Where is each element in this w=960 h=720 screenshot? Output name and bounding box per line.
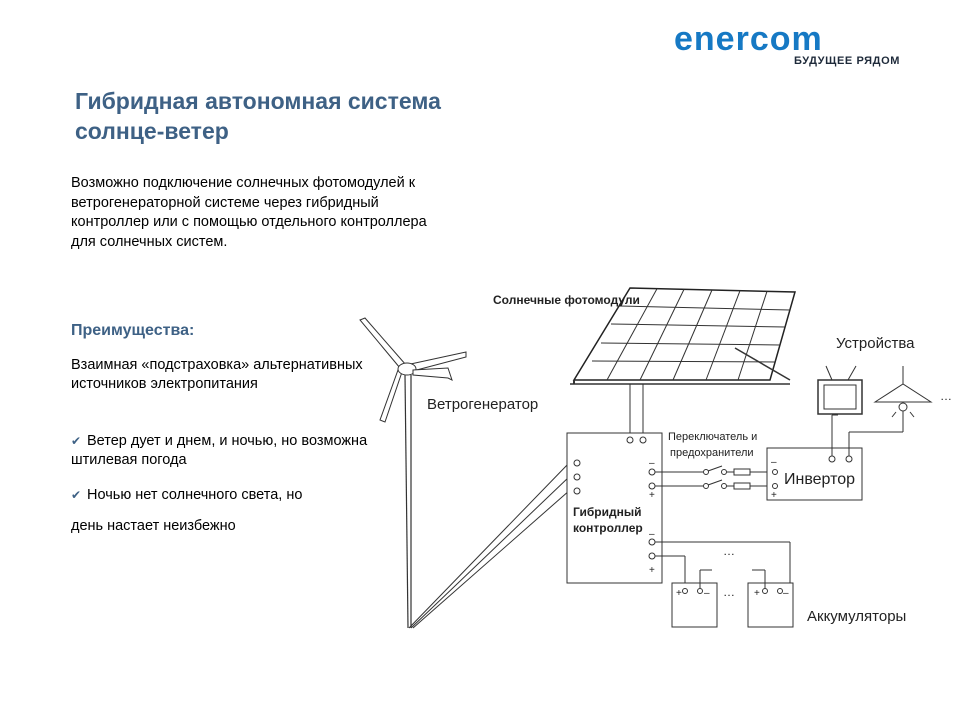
bullet-item: ✔Ветер дует и днем, и ночью, но возможна… [71, 432, 381, 470]
terminal-plus: + [754, 588, 760, 599]
bullet-text: Ветер дует и днем, и ночью, но возможна … [71, 433, 368, 468]
intro-paragraph: Возможно подключение солнечных фотомодул… [71, 175, 427, 250]
page-title: Гибридная автономная система солнце-вете… [75, 86, 545, 146]
logo-wordmark: enercom [674, 20, 823, 58]
terminal-plus: + [771, 490, 777, 501]
battery-ellipsis: … [723, 585, 735, 599]
title-line-1: Гибридная автономная система [75, 88, 441, 114]
terminal-minus: – [783, 588, 789, 599]
label-controller-1: Гибридный [573, 505, 642, 519]
label-inverter: Инвертор [784, 471, 855, 488]
battery-2 [747, 582, 794, 628]
controller-box [566, 432, 663, 584]
terminal-minus: – [704, 588, 710, 599]
inverter-box [766, 447, 863, 501]
terminal-plus: + [676, 588, 682, 599]
label-switch-1: Переключатель и [668, 431, 757, 443]
logo-brand: enercom [674, 26, 823, 56]
label-solar-panels: Солнечные фотомодули [493, 293, 640, 307]
terminal-plus: + [649, 565, 655, 576]
wire-ellipsis: … [723, 544, 735, 558]
terminal-plus: + [649, 490, 655, 501]
solar-panel-array [570, 287, 796, 385]
terminal-minus: – [649, 529, 655, 540]
enercom-logo: enercom БУДУЩЕЕ РЯДОМ [674, 20, 924, 70]
label-switch-2: предохранители [670, 447, 754, 459]
bullet-continuation: день настает неизбежно [71, 518, 236, 534]
label-wind-generator: Ветрогенератор [427, 396, 538, 413]
checkmark-icon: ✔ [71, 488, 82, 502]
checkmark-icon: ✔ [71, 434, 82, 448]
terminal-minus: – [771, 457, 777, 468]
lamp-device [873, 366, 933, 419]
terminal-minus: – [649, 458, 655, 469]
bullet-text: Ночью нет солнечного света, но [87, 487, 303, 503]
advantages-heading: Преимущества: [71, 322, 195, 339]
title-line-2: солнце-ветер [75, 118, 229, 144]
advantages-text: Взаимная «подстраховка» альтернативных и… [71, 357, 363, 392]
battery-1 [671, 582, 718, 628]
label-devices: Устройства [836, 335, 915, 352]
label-batteries: Аккумуляторы [807, 608, 906, 625]
label-controller-2: контроллер [573, 521, 643, 535]
wind-turbine [359, 317, 467, 629]
tv-device [817, 365, 863, 415]
label-devices-more: … [940, 389, 952, 403]
logo-tagline: БУДУЩЕЕ РЯДОМ [794, 55, 900, 67]
bullet-item: ✔ Ночью нет солнечного света, но [71, 486, 381, 505]
